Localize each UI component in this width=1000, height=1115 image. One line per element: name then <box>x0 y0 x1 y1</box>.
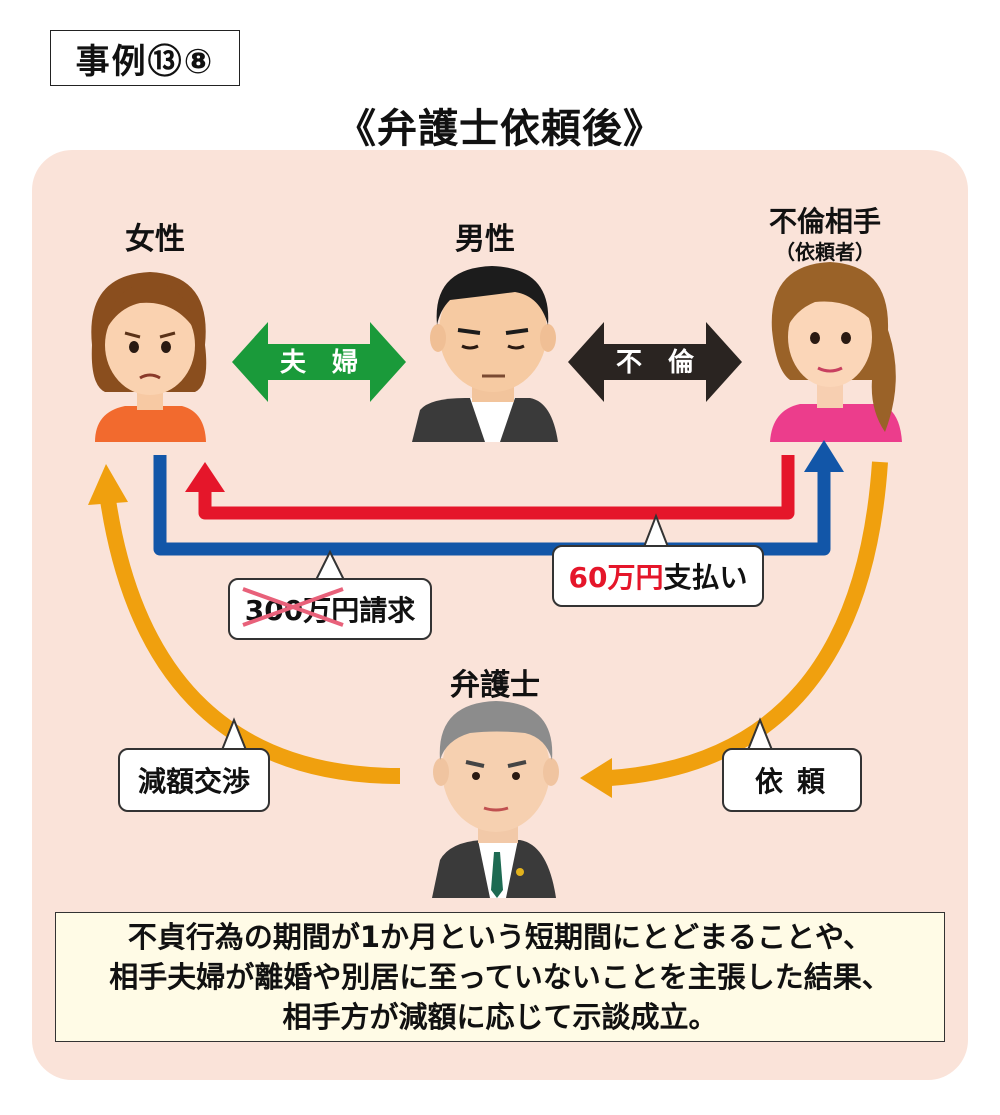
request-bubble: 依頼 <box>722 748 862 812</box>
man-label: 男性 <box>455 222 515 257</box>
negotiation-bubble: 減額交渉 <box>118 748 270 812</box>
negotiation-arrowhead <box>88 464 128 505</box>
page-title: 《弁護士依頼後》 <box>336 106 664 152</box>
affair-arrow: 不 倫 <box>568 322 742 402</box>
affair-label: 不 倫 <box>616 347 695 378</box>
claim-bubble: 300万円 請求 <box>228 578 432 640</box>
woman-figure <box>91 272 207 442</box>
summary-box: 不貞行為の期間が1か月という短期間にとどまることや、 相手夫婦が離婚や別居に至っ… <box>55 912 945 1042</box>
summary-line-1: 不貞行為の期間が1か月という短期間にとどまることや、 <box>127 920 873 954</box>
payment-amount: 60万円 <box>568 561 664 594</box>
partner-sublabel: （依頼者） <box>775 240 875 264</box>
request-arrowhead <box>580 758 612 798</box>
claim-arrowhead <box>804 440 844 472</box>
summary-line-3: 相手方が減額に応じて示談成立。 <box>282 1000 718 1034</box>
payment-arrowhead <box>185 462 225 492</box>
partner-label: 不倫相手 <box>768 205 881 238</box>
man-figure <box>412 266 558 442</box>
couple-label: 夫 婦 <box>280 348 358 378</box>
summary-line-2: 相手夫婦が離婚や別居に至っていないことを主張した結果、 <box>109 960 891 994</box>
negotiation-arc <box>100 498 401 784</box>
claim-line <box>153 455 831 556</box>
struck-amount: 300万円 <box>242 587 359 629</box>
partner-figure <box>770 262 902 442</box>
case-number: 事例⑬⑧ <box>75 41 215 82</box>
payment-bubble: 60万円支払い <box>552 545 764 607</box>
lawyer-figure <box>432 701 559 898</box>
payment-line <box>198 455 795 520</box>
payment-text: 支払い <box>663 561 748 594</box>
cross-out-icon <box>242 587 344 627</box>
claim-text: 請求 <box>359 594 416 627</box>
request-arc <box>609 461 888 786</box>
couple-arrow: 夫 婦 <box>232 322 406 402</box>
lawyer-label: 弁護士 <box>450 668 540 703</box>
case-number-box: 事例⑬⑧ <box>50 30 240 86</box>
woman-label: 女性 <box>125 222 185 257</box>
